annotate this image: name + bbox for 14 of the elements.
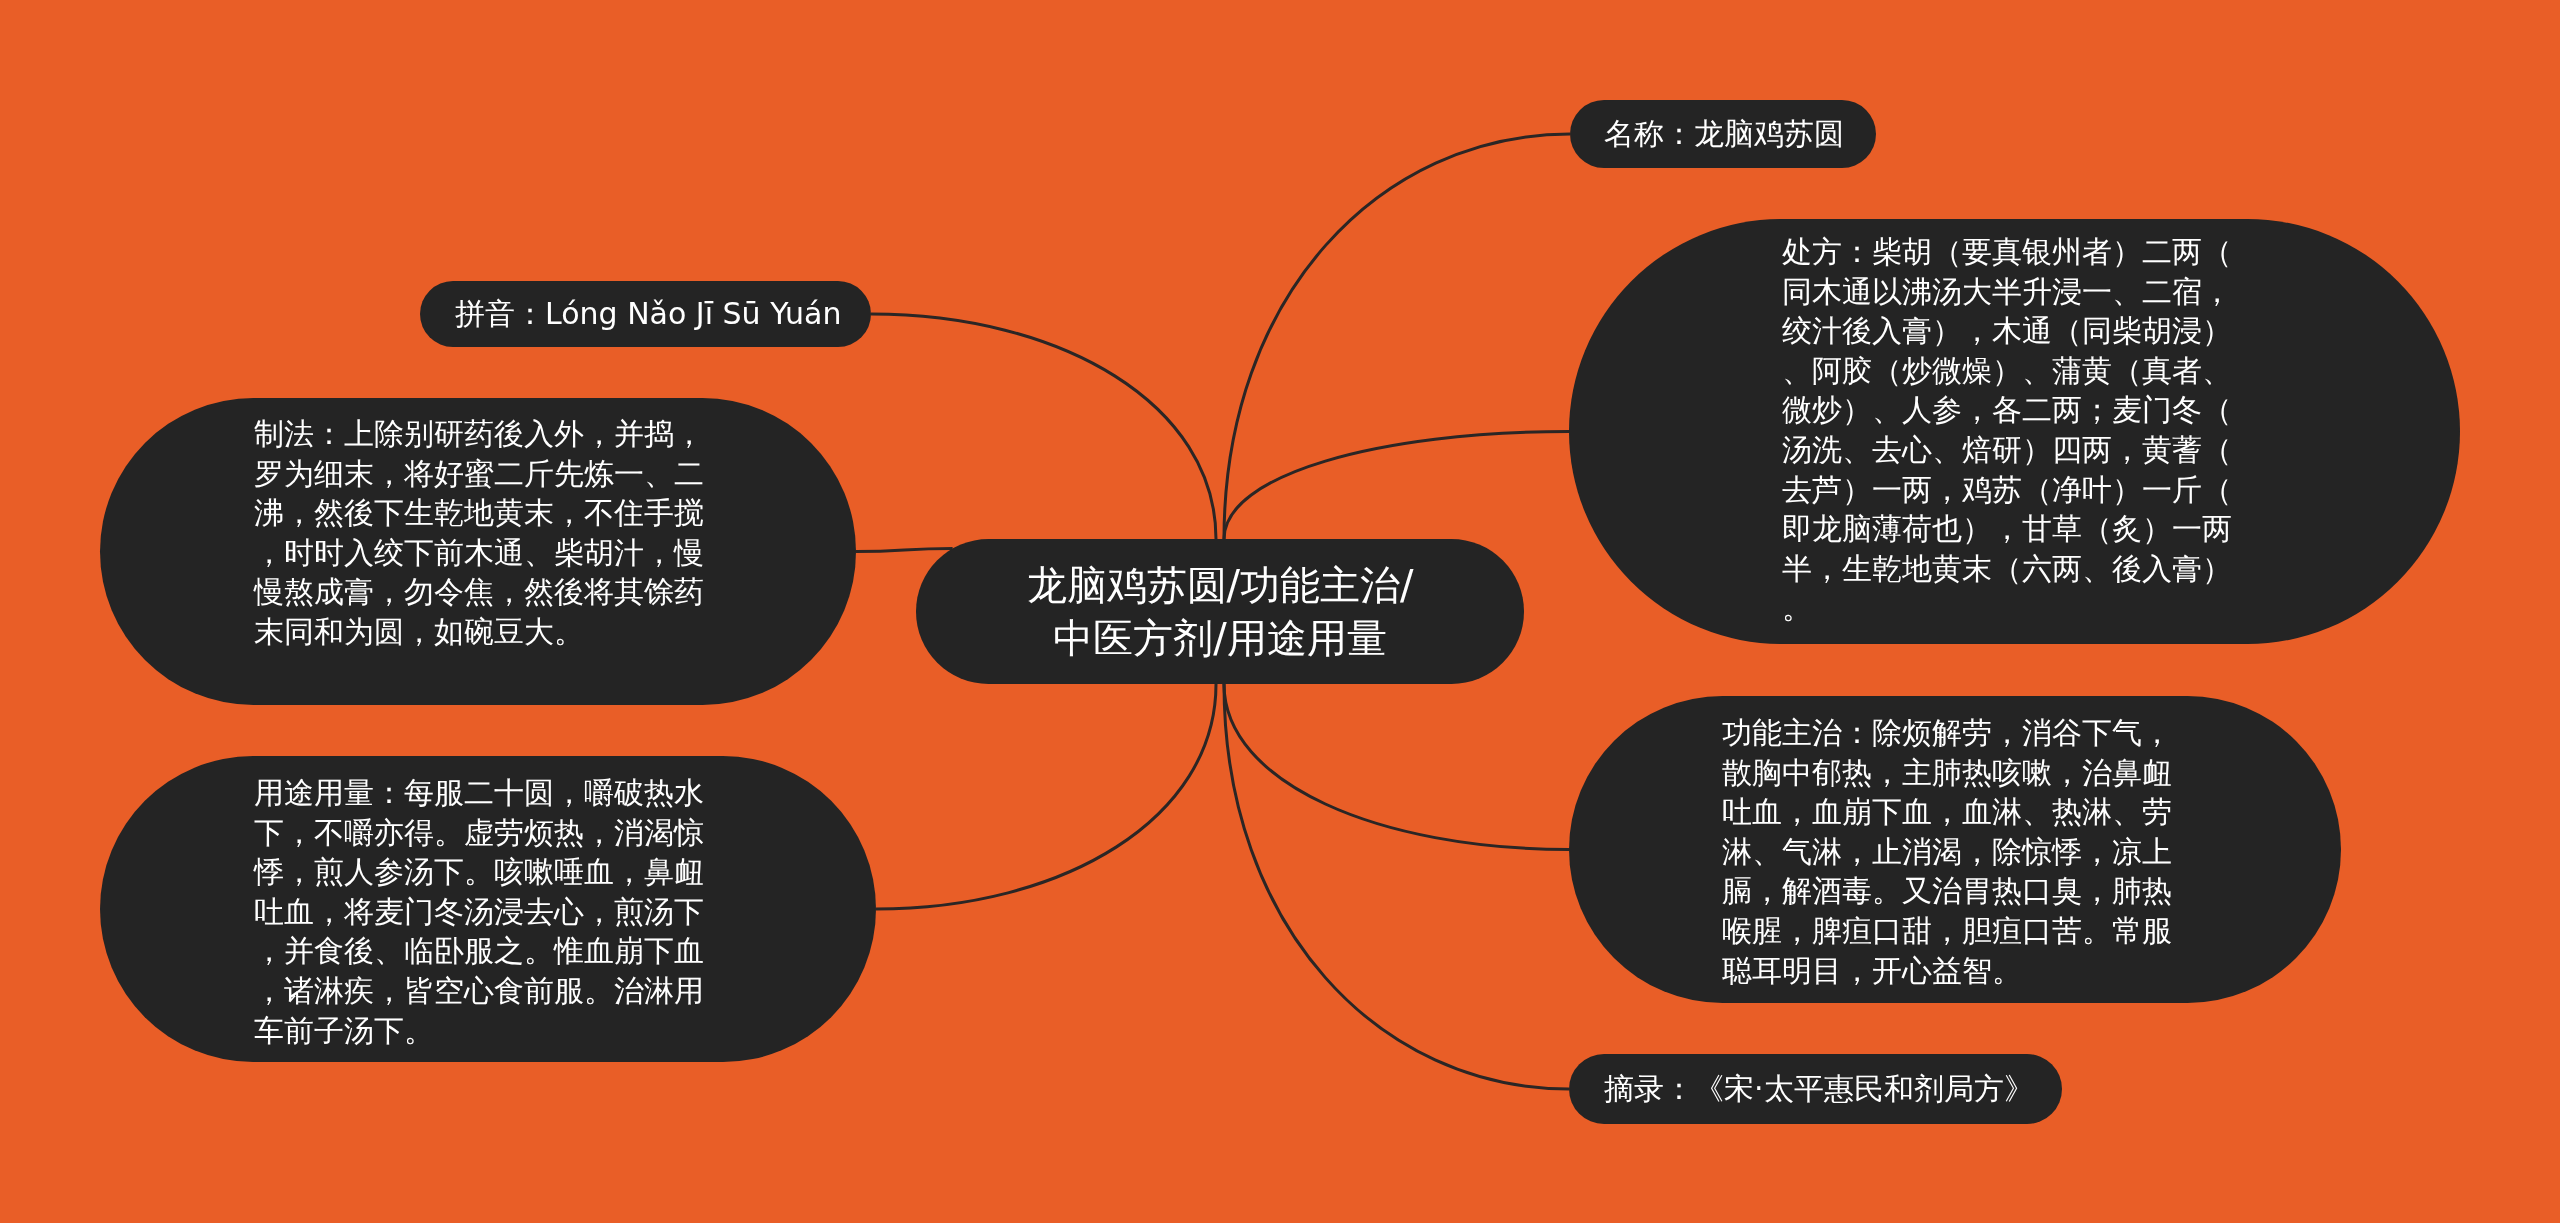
topic-text: 摘录：《宋·太平惠民和剂局方》 xyxy=(1604,1070,2034,1109)
topic-text: 制法：上除别研药後入外，并捣，罗为细末，将好蜜二斤先炼一、二沸，然後下生乾地黄末，不住手搅，时时入绞下前木通、柴胡汁，慢慢熬成膏，勿令焦，然後将其馀药末同和为圆，如碗豆大。 xyxy=(254,415,705,651)
connector-line xyxy=(1222,430,1570,540)
topic-text: 名称：龙脑鸡苏圆 xyxy=(1604,115,1844,154)
central-topic-text: 龙脑鸡苏圆/功能主治/中医方剂/用途用量 xyxy=(1025,560,1415,663)
connector-line xyxy=(1222,683,1570,1091)
topic-text: 拼音：Lóng Nǎo Jī Sū Yuán xyxy=(455,295,842,334)
connector-line xyxy=(856,547,953,553)
connector-line xyxy=(870,312,1218,540)
connector-line xyxy=(1222,132,1571,540)
topic-text: 用途用量：每服二十圆，嚼破热水下，不嚼亦得。虚劳烦热，消渴惊悸，煎人参汤下。咳嗽唾血，鼻衄吐血，将麦门冬汤浸去心，煎汤下，并食後、临卧服之。惟血崩下血，诸淋疾，皆空心食前服。治淋用车前子汤下。 xyxy=(254,774,705,1050)
connector-line xyxy=(875,683,1218,911)
topic-text: 处方：柴胡（要真银州者）二两（同木通以沸汤大半升浸一、二宿，绞汁後入膏），木通（同柴胡浸）、阿胶（炒微燥）、蒲黄（真者、微炒）、人参，各二两；麦门冬（汤洗、去心、焙研）四两，黄蓍（去芦）一两，鸡苏（净叶）一斤（即龙脑薄荷也），甘草（炙）一两半，生乾地黄末（六两、後入膏）。 xyxy=(1782,233,2233,628)
topic-text: 功能主治：除烦解劳，消谷下气，散胸中郁热，主肺热咳嗽，治鼻衄吐血，血崩下血，血淋、热淋、劳淋、气淋，止消渴，除惊悸，凉上膈，解酒毒。又治胃热口臭，肺热喉腥，脾疸口甜，胆疸口苦。常服聪耳明目，开心益智。 xyxy=(1722,714,2173,990)
